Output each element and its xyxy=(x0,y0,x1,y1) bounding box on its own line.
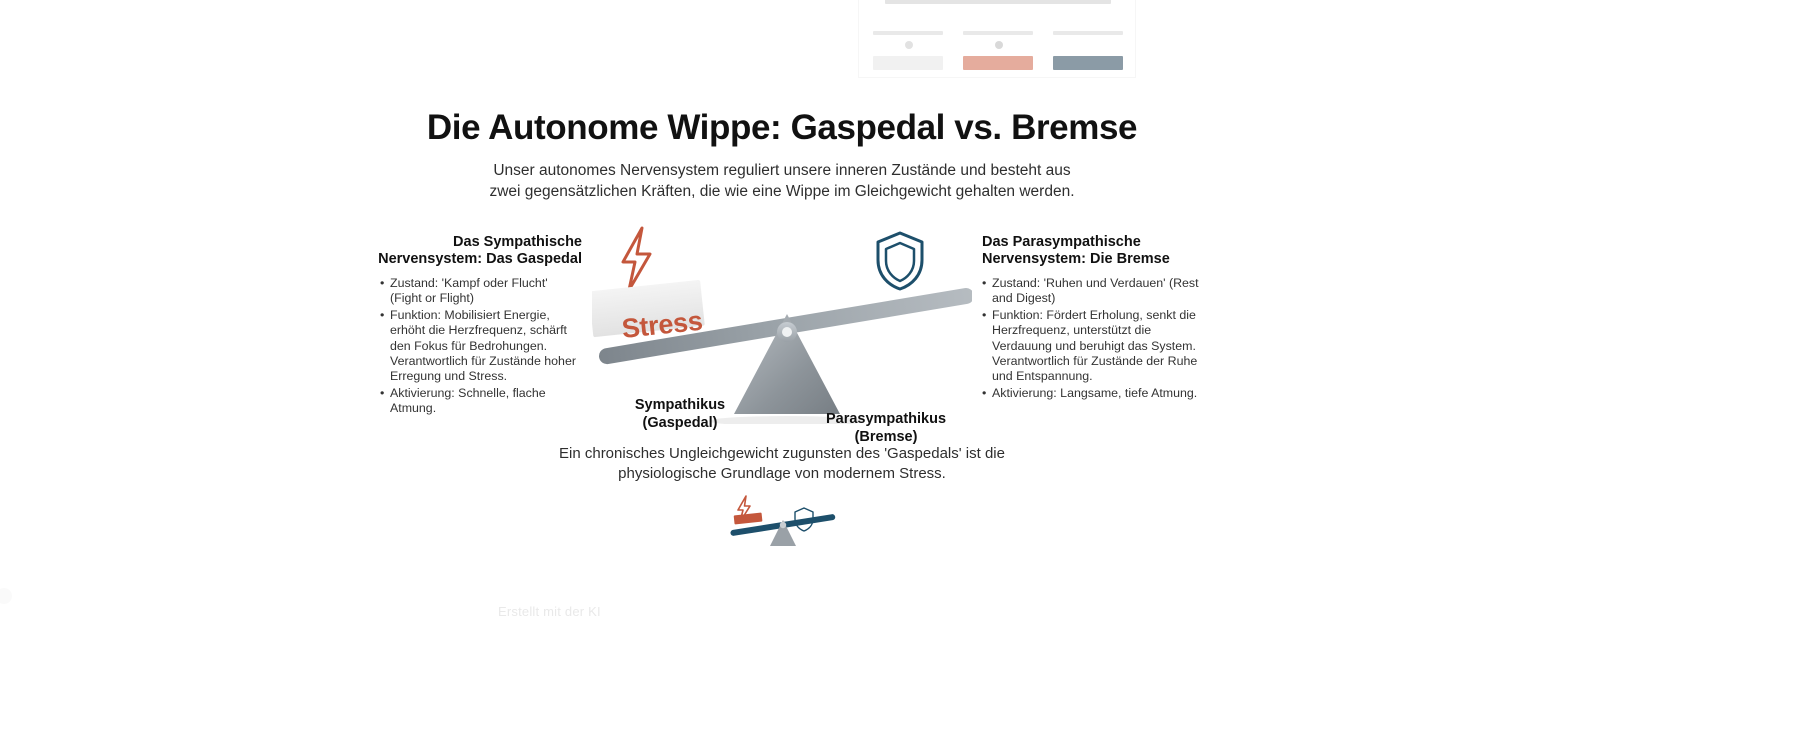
preview-column-bar-3 xyxy=(1053,31,1123,35)
list-item: Funktion: Mobilisiert Energie, erhöht di… xyxy=(380,308,582,385)
preview-block-3 xyxy=(1053,56,1123,70)
parasympathikus-label-line1: Parasympathikus xyxy=(825,411,947,427)
parasympathikus-label-line2: (Bremse) xyxy=(854,429,918,445)
left-column: Das Sympathische Nervensystem: Das Gaspe… xyxy=(364,234,582,418)
gutter-decoration xyxy=(0,588,12,604)
preview-icon-2 xyxy=(995,41,1003,49)
sympathikus-label-line1: Sympathikus xyxy=(634,397,726,413)
previous-slide-preview[interactable] xyxy=(858,0,1136,78)
main-slide: Die Autonome Wippe: Gaspedal vs. Bremse … xyxy=(348,84,1216,548)
list-item: Zustand: 'Ruhen und Verdauen' (Rest and … xyxy=(982,276,1200,307)
list-item: Funktion: Fördert Erholung, senkt die He… xyxy=(982,308,1200,385)
parasympathikus-label: Parasympathikus (Bremse) xyxy=(798,410,974,446)
right-column: Das Parasympathische Nervensystem: Die B… xyxy=(982,234,1200,402)
preview-block-1 xyxy=(873,56,943,70)
left-column-heading: Das Sympathische Nervensystem: Das Gaspe… xyxy=(378,234,582,267)
preview-column-bar-1 xyxy=(873,31,943,35)
sympathikus-label: Sympathikus (Gaspedal) xyxy=(592,396,768,432)
list-item: Aktivierung: Langsame, tiefe Atmung. xyxy=(982,386,1200,402)
page-title: Die Autonome Wippe: Gaspedal vs. Bremse xyxy=(426,108,1138,147)
slide-caption: Ein chronisches Ungleichgewicht zugunste… xyxy=(559,445,1005,482)
slide-subtitle: Unser autonomes Nervensystem reguliert u… xyxy=(489,162,1075,200)
shield-icon xyxy=(876,231,924,291)
footer-ghost-text: Erstellt mit der KI xyxy=(498,604,601,619)
preview-title-bar xyxy=(885,0,1111,4)
sympathikus-label-line2: (Gaspedal) xyxy=(642,415,718,431)
right-column-bullets: Zustand: 'Ruhen und Verdauen' (Rest and … xyxy=(982,276,1200,402)
seesaw-graphic xyxy=(592,280,972,424)
list-item: Zustand: 'Kampf oder Flucht' (Fight or F… xyxy=(380,276,582,307)
seesaw-illustration: Stress Sympathikus (Gaspedal) Parasympat… xyxy=(592,224,972,445)
list-item: Aktivierung: Schnelle, flache Atmung. xyxy=(380,386,582,417)
preview-block-2 xyxy=(963,56,1033,70)
preview-column-bar-2 xyxy=(963,31,1033,35)
preview-icon-1 xyxy=(905,41,913,49)
right-column-heading: Das Parasympathische Nervensystem: Die B… xyxy=(982,234,1170,267)
slide-thumbnail-preview[interactable] xyxy=(728,492,838,548)
left-column-bullets: Zustand: 'Kampf oder Flucht' (Fight or F… xyxy=(364,276,582,417)
